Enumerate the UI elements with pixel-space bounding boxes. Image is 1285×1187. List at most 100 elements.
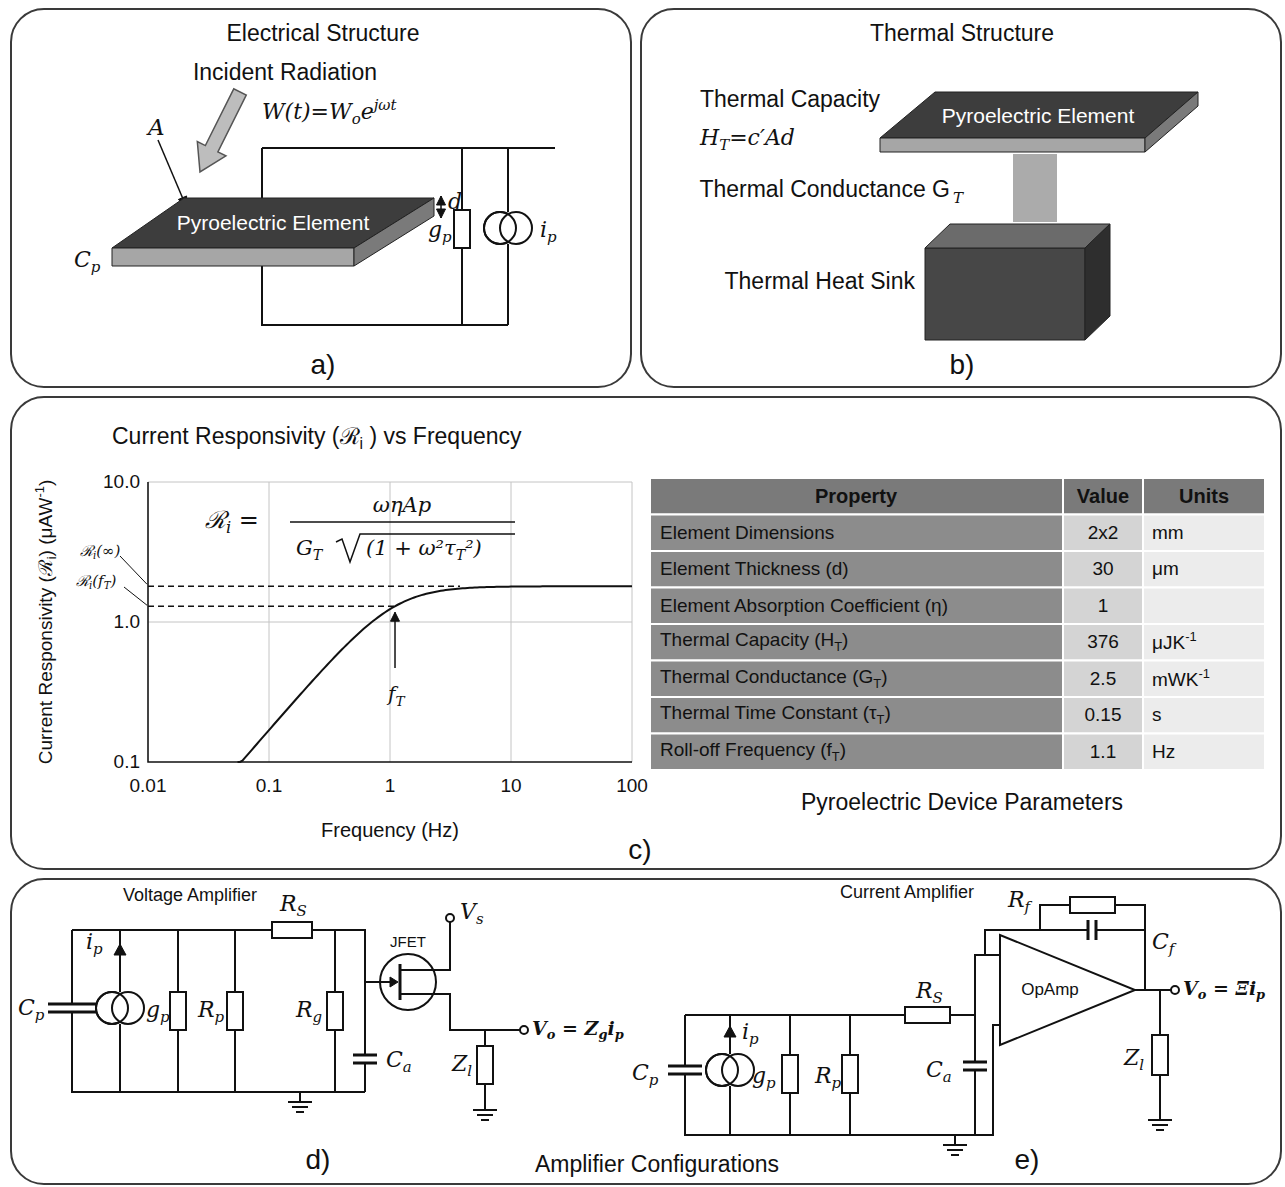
leader-line [124,587,147,605]
label-text: 30 [1092,558,1113,579]
panel: Amplifier ConfigurationsJFETOpAmp [10,878,1282,1185]
label: μm [1152,559,1179,580]
label: Units [1179,485,1229,507]
label-text: μJK [1152,632,1185,653]
label-text: =c′Ad [729,125,795,150]
resistor-symbol [272,922,312,938]
terminal [520,1026,528,1034]
table-cell [650,624,1063,661]
arrow-head [391,612,400,621]
label-text: f [1025,898,1031,916]
label: fT [388,683,404,709]
label-text: p [766,1074,776,1092]
label-text: o [1198,987,1207,1002]
label-text: 1.0 [114,611,140,632]
label-text: Current Responsivity (ℛ [35,559,56,764]
label-text: C [926,1057,943,1082]
label: Ca [926,1058,952,1086]
current-source [96,992,128,1024]
label: 100 [616,776,648,797]
label: 1 [385,776,396,797]
label-text: Current Amplifier [840,882,974,902]
label-text: Incident Radiation [193,59,377,85]
node-text: Pyroelectric Element [177,211,370,234]
wire [262,147,555,149]
table-cell [1063,624,1143,661]
label: e) [1015,1145,1040,1176]
label-text: Element Dimensions [660,522,834,543]
label-text: g [313,1008,323,1026]
label: Vs [460,900,484,928]
label-text: R [815,1063,832,1088]
label-text: Element Thickness (d) [660,558,849,579]
label: Element Absorption Coefficient (η) [660,596,948,617]
label-text: i [89,580,92,591]
responsivity-curve [238,586,632,762]
label-text: ) vs Frequency [363,423,522,449]
table-cell [1143,697,1265,734]
label: 376 [1087,632,1119,653]
label-text: p [93,940,103,958]
label-text: a [943,1068,952,1086]
label: Thermal Conductance (GT) [660,667,888,691]
label-text: e) [1015,1144,1040,1175]
label: Current Amplifier [840,883,974,903]
label-text: Thermal Capacity (H [660,629,834,650]
label-text: -1 [1185,629,1196,644]
label-text: p [749,1030,759,1048]
label: RS [916,979,943,1007]
arrow-head [437,209,446,218]
label: Pyroelectric Device Parameters [801,790,1123,815]
label-text: 10.0 [103,471,140,492]
label: Value [1077,485,1129,507]
label-text: H [700,125,719,150]
label: W(t)=Woejωt [262,97,397,128]
ground-symbol [943,1135,967,1155]
wire [261,148,263,198]
label-text: a [403,1058,412,1076]
label-text: Units [1179,485,1229,507]
label-text: ) [840,739,846,760]
label-text: s [1152,704,1162,725]
jfet-circle [380,954,436,1010]
shape-face [112,248,354,266]
label-text: i [226,518,231,537]
resistor-symbol [905,1007,950,1023]
table-cell [1143,588,1265,625]
label-text: i [607,1017,614,1039]
table-cell [1143,515,1265,552]
label-text: T [877,712,885,727]
edge-label: Thermal Conductance G [699,177,950,202]
label-text: = Z [555,1017,598,1039]
label-text: d [448,189,462,214]
table-cell [650,661,1063,698]
label-text: -1 [32,486,47,497]
resistor-symbol [1070,897,1115,913]
wire [364,1063,366,1092]
label-text: p [832,1074,842,1092]
wire [1135,989,1171,991]
label-text: i [540,217,547,242]
dashed-guide [148,605,395,607]
label-text: ℛ [80,542,93,560]
label: Thermal Capacity [700,87,880,112]
shape-face [1085,224,1110,340]
label: Frequency (Hz) [321,819,459,841]
label: ωηAp [373,494,431,517]
shape-face [880,92,1198,138]
capacitor-symbol [963,1062,987,1070]
current-source [706,1054,738,1086]
label: 0.01 [130,776,167,797]
capacitor-symbol [353,1055,377,1063]
panel-text: Electrical Structure [226,21,419,46]
label: Thermal Capacity (HT) [660,630,848,654]
label-text: g [752,1063,766,1088]
table-cell [650,588,1063,625]
label-text: Hz [1152,741,1175,762]
label-text: (∞) [96,542,120,560]
leader-line [120,556,147,584]
label: T [953,190,963,207]
label-text: ℛ [76,572,89,590]
label-text: 10 [500,775,521,796]
